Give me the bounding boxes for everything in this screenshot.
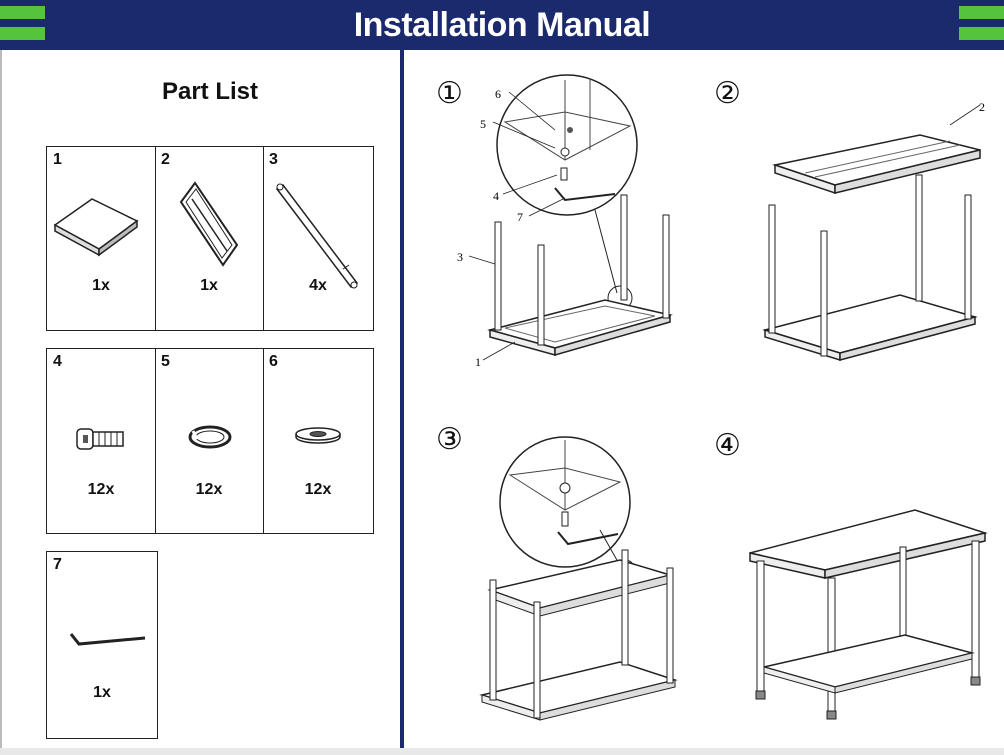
step-marker-3: ③ xyxy=(436,423,463,456)
part-cell-6: 6 12x xyxy=(263,349,373,533)
callout-6: 6 xyxy=(495,87,501,101)
spring-washer-icon xyxy=(188,425,232,449)
part-number: 4 xyxy=(53,353,62,370)
part-cell-5: 5 12x xyxy=(155,349,264,533)
parts-row-2: 4 12x 5 12x 6 12x xyxy=(46,348,374,534)
part-cell-3: 3 4x xyxy=(263,147,373,330)
center-divider xyxy=(400,50,404,750)
step-2-illustration: 2 xyxy=(762,100,985,362)
callout-5: 5 xyxy=(480,117,486,131)
bottom-strip xyxy=(0,748,1004,755)
part-cell-1: 1 1x xyxy=(47,147,156,330)
callout-1: 1 xyxy=(475,355,481,369)
part-qty: 1x xyxy=(92,277,110,294)
leg-tube-icon xyxy=(275,183,359,289)
part-number: 7 xyxy=(53,556,62,573)
step-3-illustration xyxy=(479,436,678,721)
right-accent-bars xyxy=(959,6,1004,42)
hex-key-icon xyxy=(69,633,146,646)
callout-7: 7 xyxy=(517,210,523,224)
callout-3: 3 xyxy=(457,250,463,264)
bolt-icon xyxy=(76,428,124,450)
part-cell-2: 2 1x xyxy=(155,147,264,330)
left-border xyxy=(0,50,2,750)
parts-row-3: 7 1x xyxy=(46,551,158,739)
part-number: 1 xyxy=(53,151,62,168)
part-number: 5 xyxy=(161,353,170,370)
part-number: 2 xyxy=(161,151,170,168)
step-marker-4: ④ xyxy=(714,429,741,462)
part-cell-4: 4 12x xyxy=(47,349,156,533)
part-number: 6 xyxy=(269,353,278,370)
part-qty: 12x xyxy=(195,481,223,498)
callout-4: 4 xyxy=(493,189,499,203)
part-qty: 1x xyxy=(93,684,111,701)
shelf-panel-icon xyxy=(53,198,139,257)
part-list-title: Part List xyxy=(161,78,259,105)
callout-2: 2 xyxy=(979,100,985,114)
part-number: 3 xyxy=(269,151,278,168)
step-1-illustration: 6 5 4 7 3 1 xyxy=(457,74,673,369)
tabletop-frame-icon xyxy=(179,181,239,267)
part-qty: 4x xyxy=(309,277,327,294)
page-title: Installation Manual xyxy=(353,6,651,44)
flat-washer-icon xyxy=(295,427,341,444)
part-qty: 12x xyxy=(87,481,115,498)
step-4-illustration xyxy=(749,509,988,720)
part-qty: 12x xyxy=(304,481,332,498)
part-cell-7: 7 1x xyxy=(47,552,157,738)
left-accent-bars xyxy=(0,6,45,42)
step-marker-1: ① xyxy=(436,77,463,110)
parts-row-1: 1 1x 2 1x 3 4x xyxy=(46,146,374,331)
part-qty: 1x xyxy=(200,277,218,294)
step-marker-2: ② xyxy=(714,77,741,110)
header-bar: Installation Manual xyxy=(0,0,1004,50)
